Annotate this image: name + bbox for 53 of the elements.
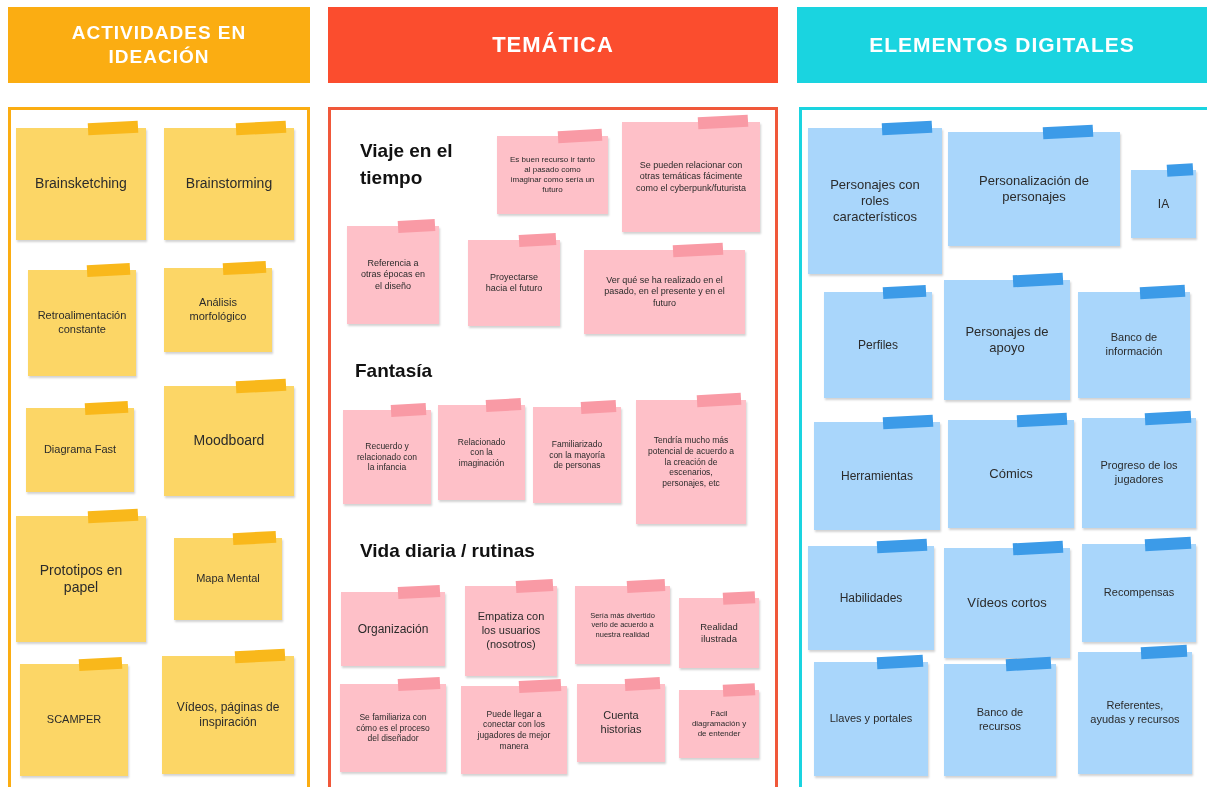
note-text: Perfiles <box>858 337 898 353</box>
note-text: Análisis morfológico <box>188 296 248 324</box>
section-heading: Vida diaria / rutinas <box>360 539 535 563</box>
column-title: ACTIVIDADES EN IDEACIÓN <box>70 21 248 69</box>
note-text: Prototipos en papel <box>38 561 124 597</box>
note-text: Cómics <box>989 465 1033 483</box>
note-text: Se familiariza con cómo es el proceso del diseñador <box>355 712 431 744</box>
note-text: Referentes, ayudas y recursos <box>1090 699 1180 727</box>
note-text: Se pueden relacionar con otras temáticas fácimente como el cyberpunk/futurista <box>634 160 748 194</box>
note-text: Tendría mucho más potencial de acuerdo a la creación de escenarios, personajes, etc <box>648 435 734 489</box>
note-text: Recuerdo y relacionado con la infancia <box>356 441 418 473</box>
section-heading: Fantasía <box>355 359 433 383</box>
header-band <box>797 7 1207 83</box>
header-band <box>8 7 310 83</box>
note-text: Relacionado con la imaginación <box>456 436 507 469</box>
note-text: Retroalimentación constante <box>37 309 127 337</box>
section-heading: Viaje en el tiempo <box>360 139 454 190</box>
note-text: Moodboard <box>193 432 265 450</box>
note-text: IA <box>1157 196 1170 212</box>
note-text: Puede llegar a conectar con los jugadores de mejor manera <box>476 708 552 752</box>
note-text: Es buen recurso ir tanto al pasado como imaginar como sería un futuro <box>509 155 596 195</box>
note-text: Herramientas <box>841 468 913 484</box>
header-band <box>328 7 778 83</box>
note-text: Familiarizado con la mayoría de personas <box>548 439 606 471</box>
note-text: Fácil diagramación y de entender <box>691 709 747 739</box>
note-text: Realidad ilustrada <box>699 621 739 645</box>
note-text: Brainsketching <box>35 175 127 193</box>
note-text: Organización <box>357 621 429 637</box>
column-panel <box>799 107 1207 787</box>
column-title: TEMÁTICA <box>492 31 614 59</box>
note-text: Brainstorming <box>185 175 273 193</box>
column-panel <box>8 107 310 787</box>
note-text: Banco de información <box>1104 331 1164 359</box>
note-text: Mapa Mental <box>196 572 260 586</box>
note-text: Personalización de personajes <box>978 172 1090 206</box>
note-text: Diagrama Fast <box>43 443 117 457</box>
note-text: Cuenta historias <box>599 709 643 737</box>
note-text: Vídeos, páginas de inspiración <box>175 700 281 730</box>
note-text: Personajes de apoyo <box>964 323 1050 357</box>
note-text: Empatiza con los usuarios (nosotros) <box>477 610 545 652</box>
note-text: Ver qué se ha realizado en el pasado, en el presente y en el futuro <box>603 275 726 309</box>
note-text: Recompensas <box>1103 586 1175 600</box>
column-title: ELEMENTOS DIGITALES <box>869 31 1135 58</box>
note-text: Vídeos cortos <box>967 594 1047 612</box>
note-text: SCAMPER <box>46 713 102 727</box>
column-panel <box>328 107 778 787</box>
note-text: Proyectarse hacia el futuro <box>484 271 544 295</box>
note-text: Banco de recursos <box>975 706 1025 734</box>
note-text: Llaves y portales <box>829 712 913 726</box>
note-text: Habilidades <box>839 590 903 606</box>
note-text: Progreso de los jugadores <box>1099 459 1179 487</box>
note-text: Referencia a otras épocas en el diseño <box>359 258 426 292</box>
note-text: Personajes con roles característicos <box>829 176 921 226</box>
